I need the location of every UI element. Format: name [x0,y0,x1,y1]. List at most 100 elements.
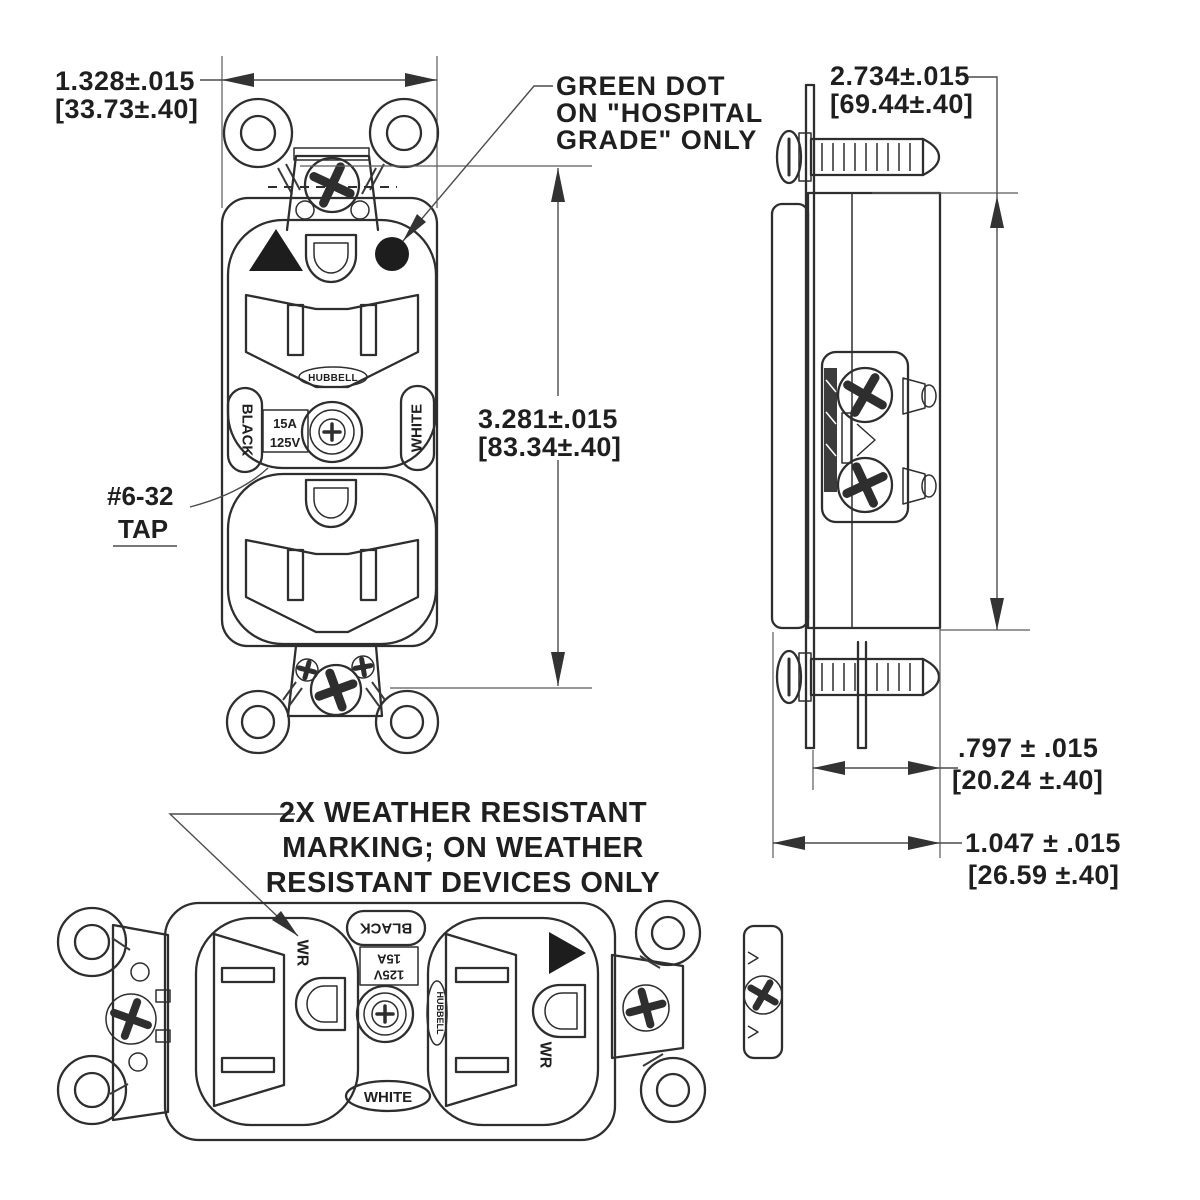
release-chevron [856,423,876,457]
dim-face-depth-in: .797 ± .015 [958,733,1098,763]
dim-arrow-down [551,652,565,686]
ear-hole-outer [56,1054,128,1126]
left-outlet-face: WR [194,916,360,1127]
dim-line [968,76,998,630]
blade-slot [454,966,510,984]
dim-overall-depth: 1.047 ± .015 [26.59 ±.40] [773,828,1121,890]
blade-slot [454,1056,510,1074]
keyhole-icon [295,200,315,220]
blade-slot [220,966,276,984]
dim-arrow-left [813,761,845,775]
rating-box [359,946,419,986]
mounting-strap [804,83,816,750]
mounting-screw-icon [105,993,157,1045]
terminal-plate [902,377,926,415]
white-label: WHITE [364,1089,412,1106]
dim-side-height: 2.734±.015 [69.44±.40] [830,61,1030,631]
blade-slot [359,548,378,602]
clamp-hatch [825,443,837,457]
outlet-face-outline [426,916,600,1127]
wr-marking: WR [537,1042,554,1069]
terminal-plate [902,467,926,505]
brand-label: HUBBELL [308,373,358,384]
neck-hatching [109,937,131,1095]
terminal-screw-icon [836,456,937,514]
terminal-nub [921,384,937,408]
leader-arrow [403,214,426,241]
ear-hole-outer [368,97,440,169]
black-terminal-pill [345,909,427,947]
terminal-screw-icon [351,655,375,679]
dim-front-height-in: 3.281±.015 [478,404,618,434]
ear-hole-inner [73,923,111,961]
dim-arrow-right [908,836,940,850]
slot-recess [244,293,420,389]
ground-slot-inner [313,242,349,274]
center-screw-icon [355,984,415,1044]
ear-hole-outer [222,97,294,169]
dim-overall-depth-mm: [26.59 ±.40] [968,860,1119,890]
terminal-screw-icon [295,658,319,682]
tab-notch [747,951,759,965]
volts-label: 125V [373,968,404,983]
ear-hole-outer [639,1056,707,1124]
wr-marking: WR [294,940,311,967]
green-dot-note-1: GREEN DOT [556,71,726,101]
neck-hatching [282,681,386,707]
green-dot-note-2: ON "HOSPITAL [556,98,763,128]
ear-hole-inner [73,1071,111,1109]
right-strap-assembly [610,899,707,1124]
top-mounting-ears [222,97,440,195]
strap-plate [610,953,685,1060]
triangle-marking-icon [249,229,303,271]
threads [821,143,911,171]
amps-label: 15A [273,416,297,431]
rating-box [262,409,309,453]
brand-oval [298,366,368,388]
neck-hatching [639,955,664,1067]
dim-side-height-mm: [69.44±.40] [830,89,973,119]
outlet-face-outline [226,472,438,646]
ear-hole-inner [239,114,277,152]
side-view: 2.734±.015 [69.44±.40] .797 ± .015 [20.2… [770,61,1121,890]
ground-slot-inner [306,985,338,1023]
front-view: 1.328±.015 [33.73±.40] [55,56,763,755]
dim-arrow-up [551,168,565,202]
ground-slot-outer [304,233,358,284]
dim-arrow-up [990,196,1004,228]
ear-hole-inner [655,1072,691,1108]
strap-slot [155,989,171,1003]
mounting-screw-icon [309,663,363,717]
dim-overall-depth-in: 1.047 ± .015 [965,828,1121,858]
ear-hole-inner [389,704,425,740]
ear-hole-outer [225,689,291,755]
terminal-screw-icon [836,366,937,424]
strap-end-tab [856,640,868,750]
clamp-hatch [825,379,837,393]
dim-side-height-in: 2.734±.015 [830,61,970,91]
ground-slot-inner [313,487,349,519]
weather-resistant-callout: 2X WEATHER RESISTANT MARKING; ON WEATHER… [168,797,661,937]
black-label: BLACK [360,920,413,937]
bottom-mounting-bracket [225,644,440,755]
top-mounting-screw-icon [775,129,941,185]
keyhole-icon [350,200,370,220]
left-strap-assembly [56,906,171,1126]
center-screw-icon [300,400,364,464]
tab-notch [747,1025,759,1039]
dim-arrow-down [990,598,1004,630]
leader-line [168,813,299,937]
ground-slot-outer [531,983,587,1039]
wr-note-3: RESISTANT DEVICES ONLY [266,867,661,899]
strap-plate [111,923,170,1122]
clamp-hatch [825,411,837,425]
wire-clamp [824,368,837,492]
white-oval [344,1079,432,1113]
bottom-view: 2X WEATHER RESISTANT MARKING; ON WEATHER… [56,797,784,1142]
terminal-nub [921,474,937,498]
front-middle-band: HUBBELL BLACK 15A 125V WHITE [226,366,436,474]
dim-arrow-left [773,836,805,850]
dim-front-height-mm: [83.34±.40] [478,432,621,462]
wr-note-2: MARKING; ON WEATHER [282,832,644,864]
white-terminal-pill [399,384,436,472]
